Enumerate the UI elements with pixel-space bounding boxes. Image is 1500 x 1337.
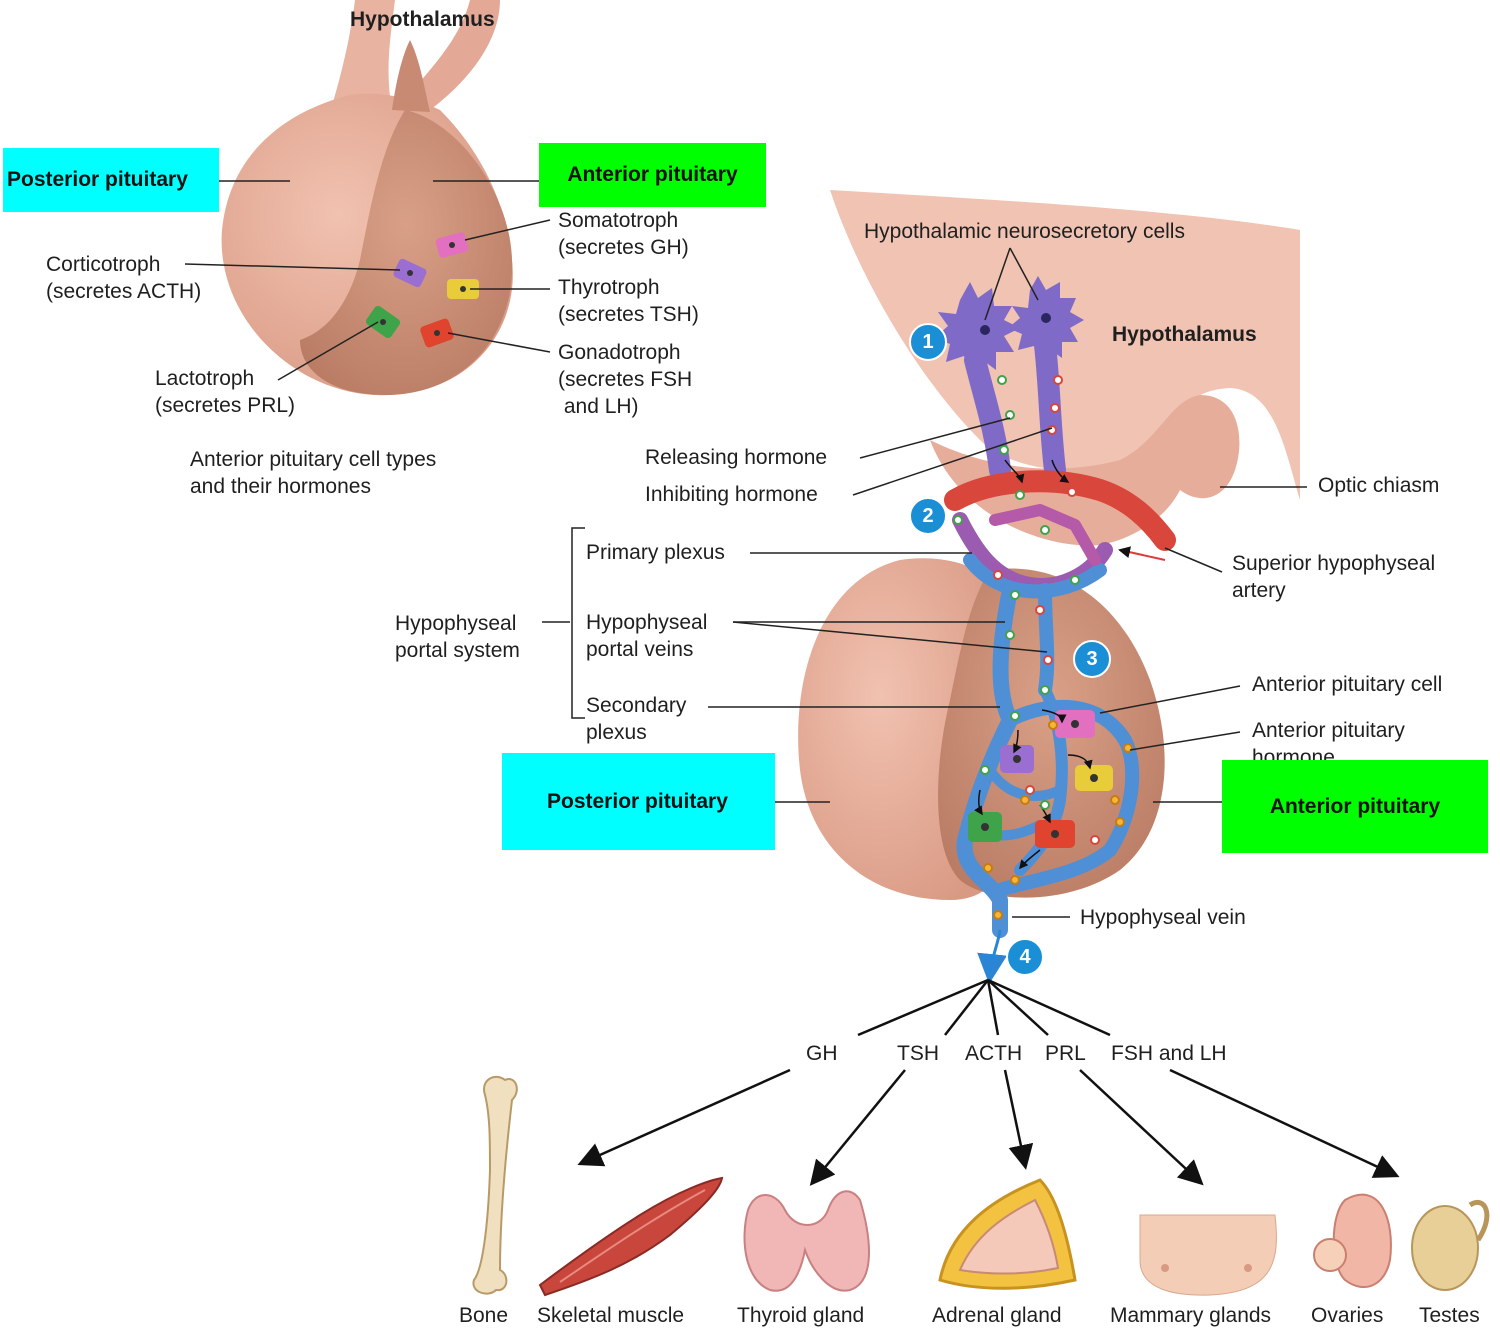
step-4-badge: 4 [1006, 938, 1044, 976]
optic-chiasm-label: Optic chiasm [1318, 474, 1440, 497]
target-testes-label: Testes [1419, 1304, 1480, 1327]
hormone-fsh-lh-label: FSH and LH [1111, 1042, 1227, 1065]
main-posterior-pituitary-highlight: Posterior pituitary [502, 753, 775, 850]
hormone-dots [953, 487, 1133, 920]
thyrotroph-label: Thyrotroph(secretes TSH) [558, 276, 699, 326]
hormone-tsh-label: TSH [897, 1042, 939, 1065]
top-pituitary-illustration [184, 0, 551, 396]
inhibiting-hormone-label: Inhibiting hormone [645, 483, 818, 506]
hormone-fan [857, 978, 1111, 1037]
mammary-glands-icon [1139, 1214, 1277, 1296]
anterior-pituitary-cell-label: Anterior pituitary cell [1252, 673, 1443, 696]
main-anterior-pituitary-highlight: Anterior pituitary [1222, 760, 1488, 853]
releasing-hormone-label: Releasing hormone [645, 446, 828, 469]
main-anterior-pituitary-label: Anterior pituitary [1269, 794, 1441, 818]
lactotroph-label: Lactotroph(secretes PRL) [155, 367, 296, 417]
main-hypothalamus-label: Hypothalamus [1112, 323, 1257, 346]
adrenal-gland-icon [938, 1178, 1077, 1290]
hormone-gh-label: GH [806, 1042, 838, 1065]
top-posterior-pituitary-highlight: Posterior pituitary [3, 148, 219, 212]
somatotroph-label: Somatotroph(secretes GH) [558, 209, 689, 259]
main-pituitary-illustration [542, 190, 1400, 1186]
neurosecretory-cells-label: Hypothalamic neurosecretory cells [864, 220, 1185, 243]
primary-plexus-label: Primary plexus [586, 541, 725, 564]
testes-icon [1411, 1200, 1490, 1291]
portal-veins [956, 582, 1140, 938]
hypophyseal-vein-label: Hypophyseal vein [1080, 906, 1246, 929]
top-posterior-pituitary-label: Posterior pituitary [7, 168, 188, 191]
target-bone-label: Bone [459, 1304, 509, 1327]
target-thyroid-gland-label: Thyroid gland [737, 1304, 865, 1327]
callout-lines [542, 247, 1307, 918]
hormone-prl-label: PRL [1045, 1042, 1086, 1065]
main-posterior-pituitary-label: Posterior pituitary [547, 789, 728, 813]
target-ovaries-label: Ovaries [1311, 1304, 1384, 1327]
primary-plexus [944, 470, 1176, 599]
top-anterior-pituitary-label: Anterior pituitary [567, 163, 738, 186]
target-skeletal-muscle-label: Skeletal muscle [537, 1304, 685, 1327]
portal-cells [968, 710, 1113, 848]
top-cells [365, 232, 479, 348]
ovaries-icon [1313, 1193, 1392, 1289]
gonadotroph-label: Gonadotroph(secretes FSH and LH) [558, 341, 693, 418]
target-adrenal-gland-label: Adrenal gland [932, 1304, 1062, 1327]
neurosecretory-cells [934, 276, 1084, 481]
corticotroph-label: Corticotroph(secretes ACTH) [46, 253, 202, 303]
step-2-badge: 2 [909, 497, 947, 535]
bone-icon [472, 1075, 518, 1295]
top-hypothalamus-label: Hypothalamus [350, 8, 495, 31]
target-arrows [577, 1068, 1400, 1186]
hormone-acth-label: ACTH [965, 1042, 1023, 1065]
step-3-badge: 3 [1073, 640, 1111, 678]
thyroid-gland-icon [743, 1190, 870, 1292]
step-1-badge: 1 [909, 323, 947, 361]
skeletal-muscle-icon [538, 1176, 724, 1297]
top-anterior-pituitary-highlight: Anterior pituitary [539, 143, 766, 207]
target-mammary-glands-label: Mammary glands [1110, 1304, 1272, 1327]
